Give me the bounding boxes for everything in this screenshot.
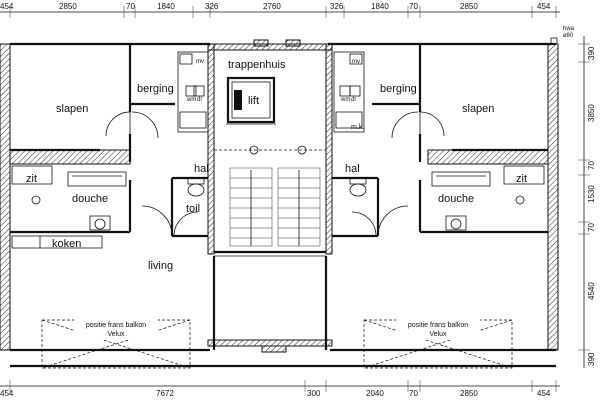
- dim-top-5: 326: [205, 2, 219, 11]
- label-toil: toil: [186, 203, 200, 215]
- dim-right-1: 390: [587, 46, 596, 60]
- dim-top-2: 2850: [59, 2, 77, 11]
- label-hal-right: hal: [345, 163, 360, 175]
- label-dr-right: dr: [351, 97, 356, 103]
- label-living: living: [148, 260, 173, 272]
- dim-top-3: 70: [126, 2, 135, 11]
- label-dr-left: dr: [197, 97, 202, 103]
- dim-bottom-6: 2850: [460, 389, 478, 398]
- equipment-labels: mv mv wm dr wm dr: [186, 59, 360, 103]
- label-wm-left: wm: [186, 97, 196, 103]
- dim-bottom-7: 454: [537, 389, 551, 398]
- label-trappenhuis: trappenhuis: [228, 59, 286, 71]
- hwa-pipe: hwa ø80: [550, 26, 575, 45]
- dim-top-11: 454: [537, 2, 551, 11]
- dim-bottom-3: 300: [307, 389, 321, 398]
- balcony-right-line2: Velux: [429, 331, 447, 338]
- room-labels: trappenhuis lift berging berging slapen …: [26, 59, 527, 272]
- balcony-left-line1: positie frans balkon: [86, 322, 146, 329]
- label-berging-left: berging: [137, 83, 174, 95]
- balcony-right: positie frans balkon Velux: [363, 318, 513, 369]
- dim-right-2: 3850: [587, 104, 596, 122]
- label-slapen-right: slapen: [462, 103, 494, 115]
- hwa-label: hwa: [563, 26, 575, 32]
- label-douche-right: douche: [438, 193, 474, 205]
- dim-right-3: 70: [587, 161, 596, 170]
- label-mv-right: mv: [352, 59, 360, 65]
- dim-bottom-1: 454: [0, 389, 14, 398]
- left-unit-walls: [9, 44, 209, 238]
- balcony-left-line2: Velux: [107, 331, 125, 338]
- dim-top-7: 326: [330, 2, 344, 11]
- dim-top-4: 1840: [157, 2, 175, 11]
- label-mk: m.k.: [351, 124, 364, 131]
- dim-right-6: 4540: [587, 282, 596, 300]
- stairwell: [207, 39, 333, 353]
- right-doors: [351, 111, 445, 237]
- label-hal-left: hal: [194, 163, 209, 175]
- right-bathroom: [349, 165, 545, 231]
- label-zit-left: zit: [26, 173, 37, 185]
- dim-bottom-5: 70: [409, 389, 418, 398]
- label-lift: lift: [248, 95, 259, 107]
- left-bathroom: [11, 165, 205, 231]
- label-wm-right: wm: [340, 97, 350, 103]
- pipe-diameter: ø80: [563, 33, 574, 39]
- label-koken: koken: [52, 238, 81, 250]
- left-doors: [105, 111, 199, 237]
- dim-bottom-2: 7672: [156, 389, 174, 398]
- dim-right-5: 70: [587, 223, 596, 232]
- dim-top-9: 70: [409, 2, 418, 11]
- balcony-right-line1: positie frans balkon: [408, 322, 468, 329]
- left-kitchen: [11, 235, 103, 249]
- outer-walls: [0, 42, 559, 368]
- label-slapen-left: slapen: [56, 103, 88, 115]
- dim-bottom-4: 2040: [366, 389, 384, 398]
- label-mv-left: mv: [196, 59, 204, 65]
- dim-right-4: 1530: [587, 185, 596, 203]
- dim-top-1: 454: [0, 2, 14, 11]
- label-zit-right: zit: [516, 173, 527, 185]
- top-dimension-line: 454 2850 70 1840 326 2760 326 1840 70 28…: [0, 2, 560, 18]
- label-douche-left: douche: [72, 193, 108, 205]
- label-berging-right: berging: [380, 83, 417, 95]
- right-unit-walls: [332, 44, 549, 238]
- dim-top-10: 2850: [460, 2, 478, 11]
- bottom-dimension-line: 454 7672 300 2040 70 2850 454: [0, 380, 560, 398]
- dim-top-8: 1840: [371, 2, 389, 11]
- balcony-left: positie frans balkon Velux: [41, 318, 191, 369]
- dim-right-7: 390: [587, 352, 596, 366]
- right-dimension-line: 390 3850 70 1530 70 4540 390: [578, 36, 596, 368]
- dim-top-6: 2760: [263, 2, 281, 11]
